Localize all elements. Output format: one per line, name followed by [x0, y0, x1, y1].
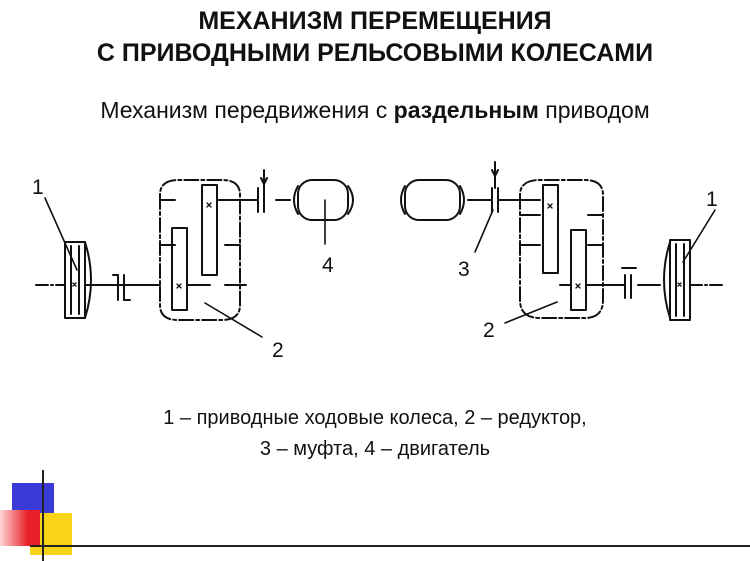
title-line-2: С ПРИВОДНЫМИ РЕЛЬСОВЫМИ КОЛЕСАМИ [96, 39, 654, 67]
deco-horizontal-line [30, 545, 750, 547]
label-left-motor: 4 [322, 254, 334, 277]
label-left-reducer: 2 [272, 339, 284, 362]
right-coupling-3 [491, 161, 499, 213]
left-motor-coupling [257, 169, 268, 213]
right-motor [400, 179, 465, 221]
drive-mechanism-diagram: 1 2 4 3 2 1 [32, 161, 723, 362]
label-left-wheel: 1 [32, 176, 44, 199]
legend-line-2: 3 – муфта, 4 – двигатель [259, 438, 491, 460]
subtitle-bold: раздельным [393, 97, 539, 123]
left-wheel-1 [64, 241, 92, 319]
left-reducer-2 [159, 179, 241, 321]
leader-right-reducer [504, 301, 558, 324]
label-right-coupling: 3 [458, 258, 470, 281]
subtitle: Механизм передвижения с раздельным приво… [0, 96, 750, 124]
leader-left-wheel [44, 197, 78, 271]
right-wheel-1 [663, 239, 691, 321]
leader-right-coupling [474, 209, 494, 253]
leader-right-wheel [682, 209, 716, 263]
right-reducer-2 [519, 179, 604, 319]
leader-left-reducer [204, 302, 263, 338]
left-wheel-coupling [112, 274, 131, 301]
label-right-reducer: 2 [483, 319, 495, 342]
label-right-wheel: 1 [706, 188, 718, 211]
legend-line-1: 1 – приводные ходовые колеса, 2 – редукт… [163, 407, 587, 429]
right-wheel-coupling [621, 267, 637, 299]
deco-red-square [0, 510, 40, 546]
subtitle-prefix: Механизм передвижения с [100, 97, 394, 123]
subtitle-suffix: приводом [538, 97, 650, 123]
left-motor-4 [293, 179, 354, 221]
title-line-1: МЕХАНИЗМ ПЕРЕМЕЩЕНИЯ [198, 7, 552, 35]
deco-vertical-line [42, 470, 44, 561]
